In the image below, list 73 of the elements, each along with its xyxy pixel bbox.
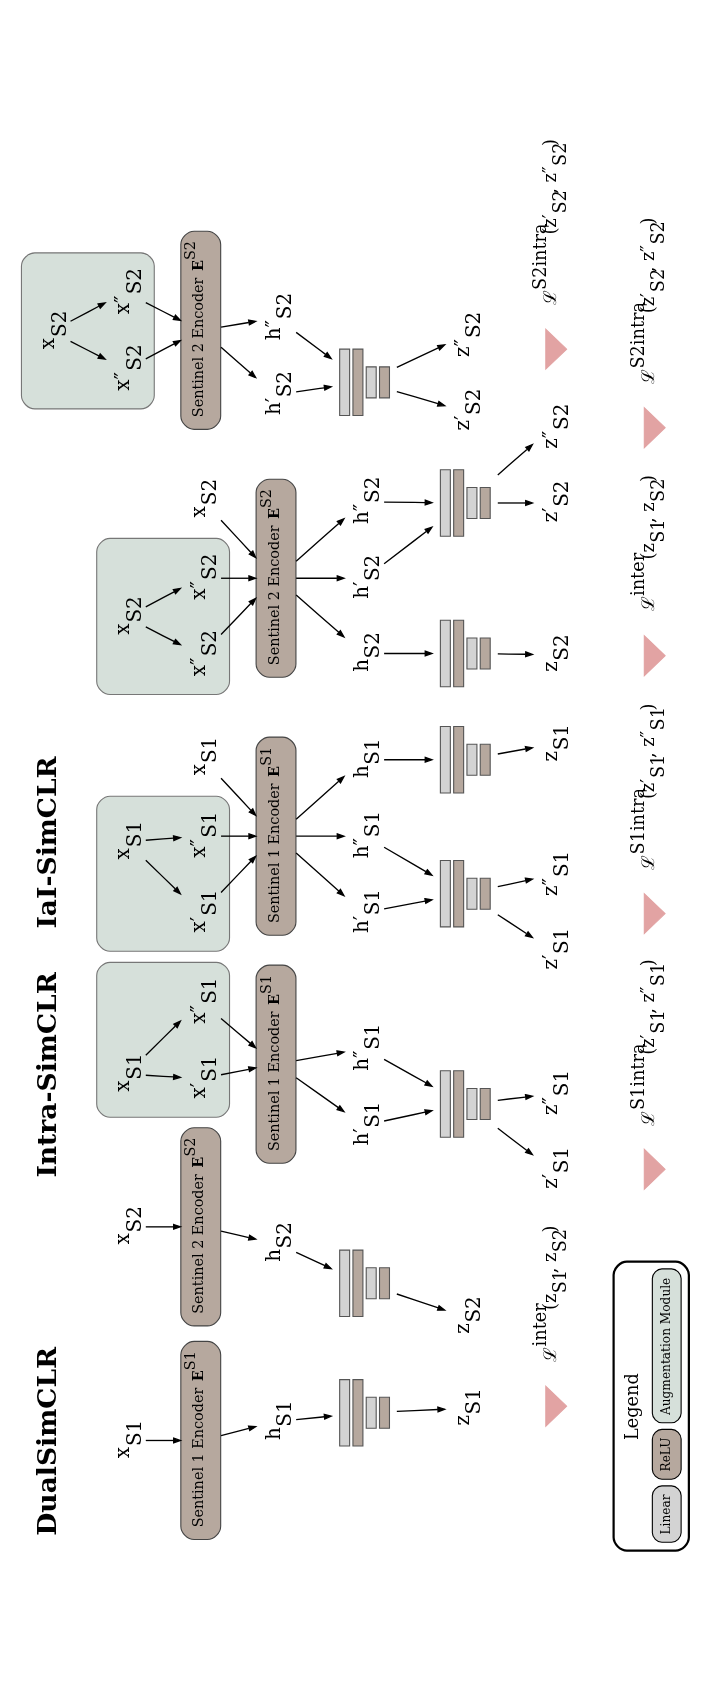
arrow <box>145 1223 183 1231</box>
arrow <box>497 651 535 658</box>
arrow <box>220 519 257 559</box>
arrow <box>396 1293 447 1311</box>
arrow <box>295 1077 346 1113</box>
arrow <box>145 339 183 360</box>
arrow <box>497 745 535 755</box>
arrow <box>220 597 257 636</box>
arrow <box>295 331 333 360</box>
arrow <box>220 777 257 817</box>
arrow <box>220 832 258 840</box>
arrow <box>383 650 434 657</box>
arrow <box>220 1425 258 1437</box>
arrow <box>295 517 346 562</box>
arrow <box>295 1413 334 1421</box>
arrow <box>383 526 434 565</box>
arrow <box>145 1437 183 1444</box>
arrow <box>497 1127 534 1156</box>
label: DualSimCLR <box>30 1346 62 1536</box>
arrow <box>220 1230 258 1241</box>
legend-label: ReLU <box>658 1437 673 1472</box>
arrow <box>69 302 107 322</box>
arrow <box>145 859 182 896</box>
label: Legend <box>621 1373 642 1440</box>
arrow <box>396 343 447 369</box>
arrow <box>383 846 434 877</box>
arrow <box>295 832 346 840</box>
arrow <box>295 575 346 582</box>
arrow <box>295 1251 333 1270</box>
arrow <box>220 575 258 582</box>
label: IaI-SimCLR <box>30 756 62 929</box>
cluster <box>20 252 155 410</box>
node-triangle <box>643 634 666 677</box>
arrow <box>497 499 535 507</box>
arrow <box>383 499 434 506</box>
arrow <box>220 854 257 894</box>
node-triangle <box>643 892 666 935</box>
arrow <box>396 1406 447 1413</box>
arrow <box>383 897 434 910</box>
arrow <box>396 390 447 407</box>
arrow <box>497 1093 535 1101</box>
legend-label: Augmentation Module <box>658 1277 673 1416</box>
arrow <box>295 852 346 897</box>
node-triangle <box>643 1148 666 1191</box>
arrow <box>295 1050 346 1062</box>
arrow <box>497 443 534 476</box>
node-triangle <box>545 327 568 371</box>
arrow <box>220 319 258 328</box>
arrow <box>145 1073 183 1081</box>
arrow <box>383 756 434 764</box>
node-triangle <box>643 406 666 449</box>
arrow <box>295 775 346 820</box>
arrow <box>145 587 183 608</box>
arrow <box>69 340 107 361</box>
cluster <box>96 795 231 952</box>
arrow <box>383 1109 434 1122</box>
arrow <box>220 346 258 379</box>
arrow <box>145 1019 182 1056</box>
label: Intra-SimCLR <box>30 972 62 1178</box>
node-triangle <box>545 1384 568 1428</box>
arrow <box>145 301 183 322</box>
arrow <box>220 1017 258 1050</box>
arrow <box>145 626 183 646</box>
arrow <box>145 834 183 842</box>
arrow <box>383 1058 434 1088</box>
cluster <box>96 961 231 1118</box>
arrow <box>295 384 334 393</box>
arrow <box>295 594 346 639</box>
arrow <box>497 877 535 888</box>
legend-label: Linear <box>658 1494 673 1535</box>
arrow <box>497 914 535 939</box>
arrow <box>220 1066 258 1076</box>
cluster <box>96 537 231 696</box>
